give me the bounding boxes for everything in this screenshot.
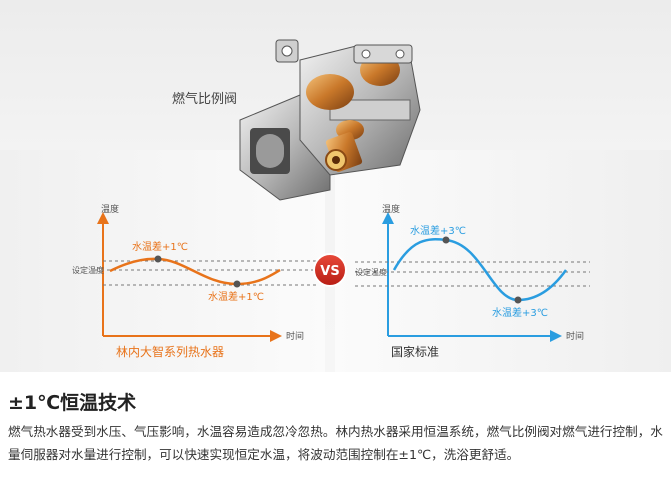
right-upper-note: 水温差+3℃ (410, 224, 466, 237)
right-temperature-curve (392, 238, 568, 302)
gas-valve-illustration (239, 39, 421, 201)
left-upper-note: 水温差+1℃ (132, 240, 188, 253)
left-brand-caption: 林内大智系列热水器 (116, 345, 225, 359)
right-y-axis-label: 温度 (382, 203, 400, 215)
left-y-axis-label: 温度 (101, 203, 119, 215)
left-lower-note: 水温差+1℃ (208, 290, 264, 303)
right-trough-marker (514, 296, 522, 304)
right-brand-caption: 国家标准 (391, 345, 440, 359)
section-body: 燃气热水器受到水压、气压影响，水温容易造成忽冷忽热。林内热水器采用恒温系统，燃气… (8, 424, 663, 462)
right-y-axis-arrow (382, 212, 394, 224)
section-heading: ±1℃恒温技术 (8, 392, 137, 414)
right-x-axis-label: 时间 (566, 330, 584, 342)
right-setpoint-label: 设定温度 (355, 267, 387, 277)
left-temperature-chart: 温度 设定温度 时间 水温差+1℃ 水温差+1℃ (72, 203, 318, 342)
left-x-axis-label: 时间 (286, 330, 304, 342)
vs-label: VS (320, 264, 339, 279)
right-lower-note: 水温差+3℃ (492, 306, 548, 319)
left-trough-marker (233, 280, 241, 288)
valve-label: 燃气比例阀 (172, 92, 238, 107)
left-peak-marker (154, 255, 162, 263)
vs-badge: VS (313, 253, 347, 287)
left-temperature-curve (109, 257, 281, 286)
right-x-axis-arrow (550, 330, 562, 342)
product-banner: 温度 设定温度 时间 水温差+1℃ 水温差+1℃ 温度 设定温度 时间 水温差+… (0, 0, 671, 372)
left-x-axis-arrow (270, 330, 282, 342)
left-setpoint-label: 设定温度 (72, 265, 104, 275)
right-temperature-chart: 温度 设定温度 时间 水温差+3℃ 水温差+3℃ (355, 203, 590, 342)
left-y-axis-arrow (97, 212, 109, 224)
banner-graphics: 温度 设定温度 时间 水温差+1℃ 水温差+1℃ 温度 设定温度 时间 水温差+… (72, 39, 590, 342)
right-peak-marker (442, 236, 450, 244)
